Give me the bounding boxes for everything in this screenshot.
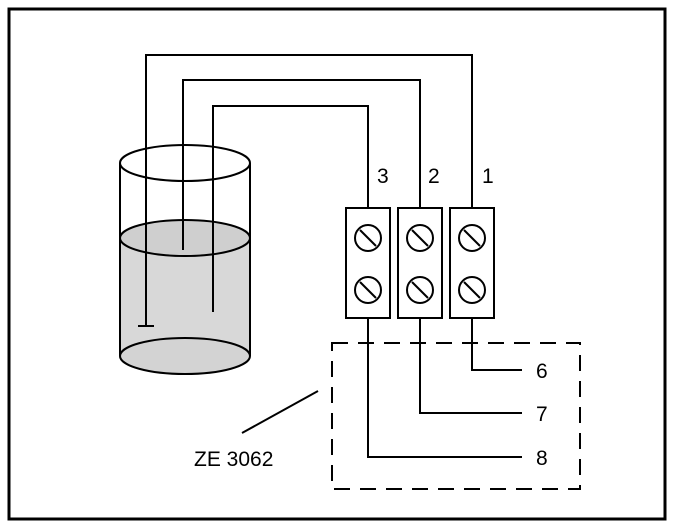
- device-label-leader: [241, 390, 319, 434]
- terminal-number-1: 1: [482, 165, 494, 188]
- diagram-frame: [7, 7, 667, 521]
- screw-icon: [406, 276, 434, 304]
- screw-icon: [458, 276, 486, 304]
- terminal-block-3: [345, 207, 391, 319]
- screw-icon: [406, 224, 434, 252]
- liquid-tank: [119, 144, 251, 375]
- screw-icon: [354, 276, 382, 304]
- output-number-7: 7: [536, 403, 548, 426]
- output-wires: [367, 318, 522, 458]
- terminal-block-2: [397, 207, 443, 319]
- terminal-number-2: 2: [428, 165, 440, 188]
- device-dashed-box: [331, 342, 581, 490]
- output-number-8: 8: [536, 447, 548, 470]
- wire-electrode-1: [145, 54, 473, 326]
- wire-output-6: [471, 318, 522, 371]
- wire-electrode-2: [182, 79, 421, 250]
- device-label: ZE 3062: [194, 448, 273, 471]
- tank-bottom: [119, 337, 251, 375]
- screw-icon: [458, 224, 486, 252]
- output-number-6: 6: [536, 360, 548, 383]
- terminal-number-3: 3: [377, 165, 389, 188]
- electrode-wires: [138, 54, 473, 327]
- tank-liquid-surface: [119, 219, 251, 257]
- screw-icon: [354, 224, 382, 252]
- wire-output-7: [419, 318, 522, 414]
- wire-electrode-3: [212, 105, 369, 312]
- terminal-block-1: [449, 207, 495, 319]
- wire-output-8: [367, 318, 522, 458]
